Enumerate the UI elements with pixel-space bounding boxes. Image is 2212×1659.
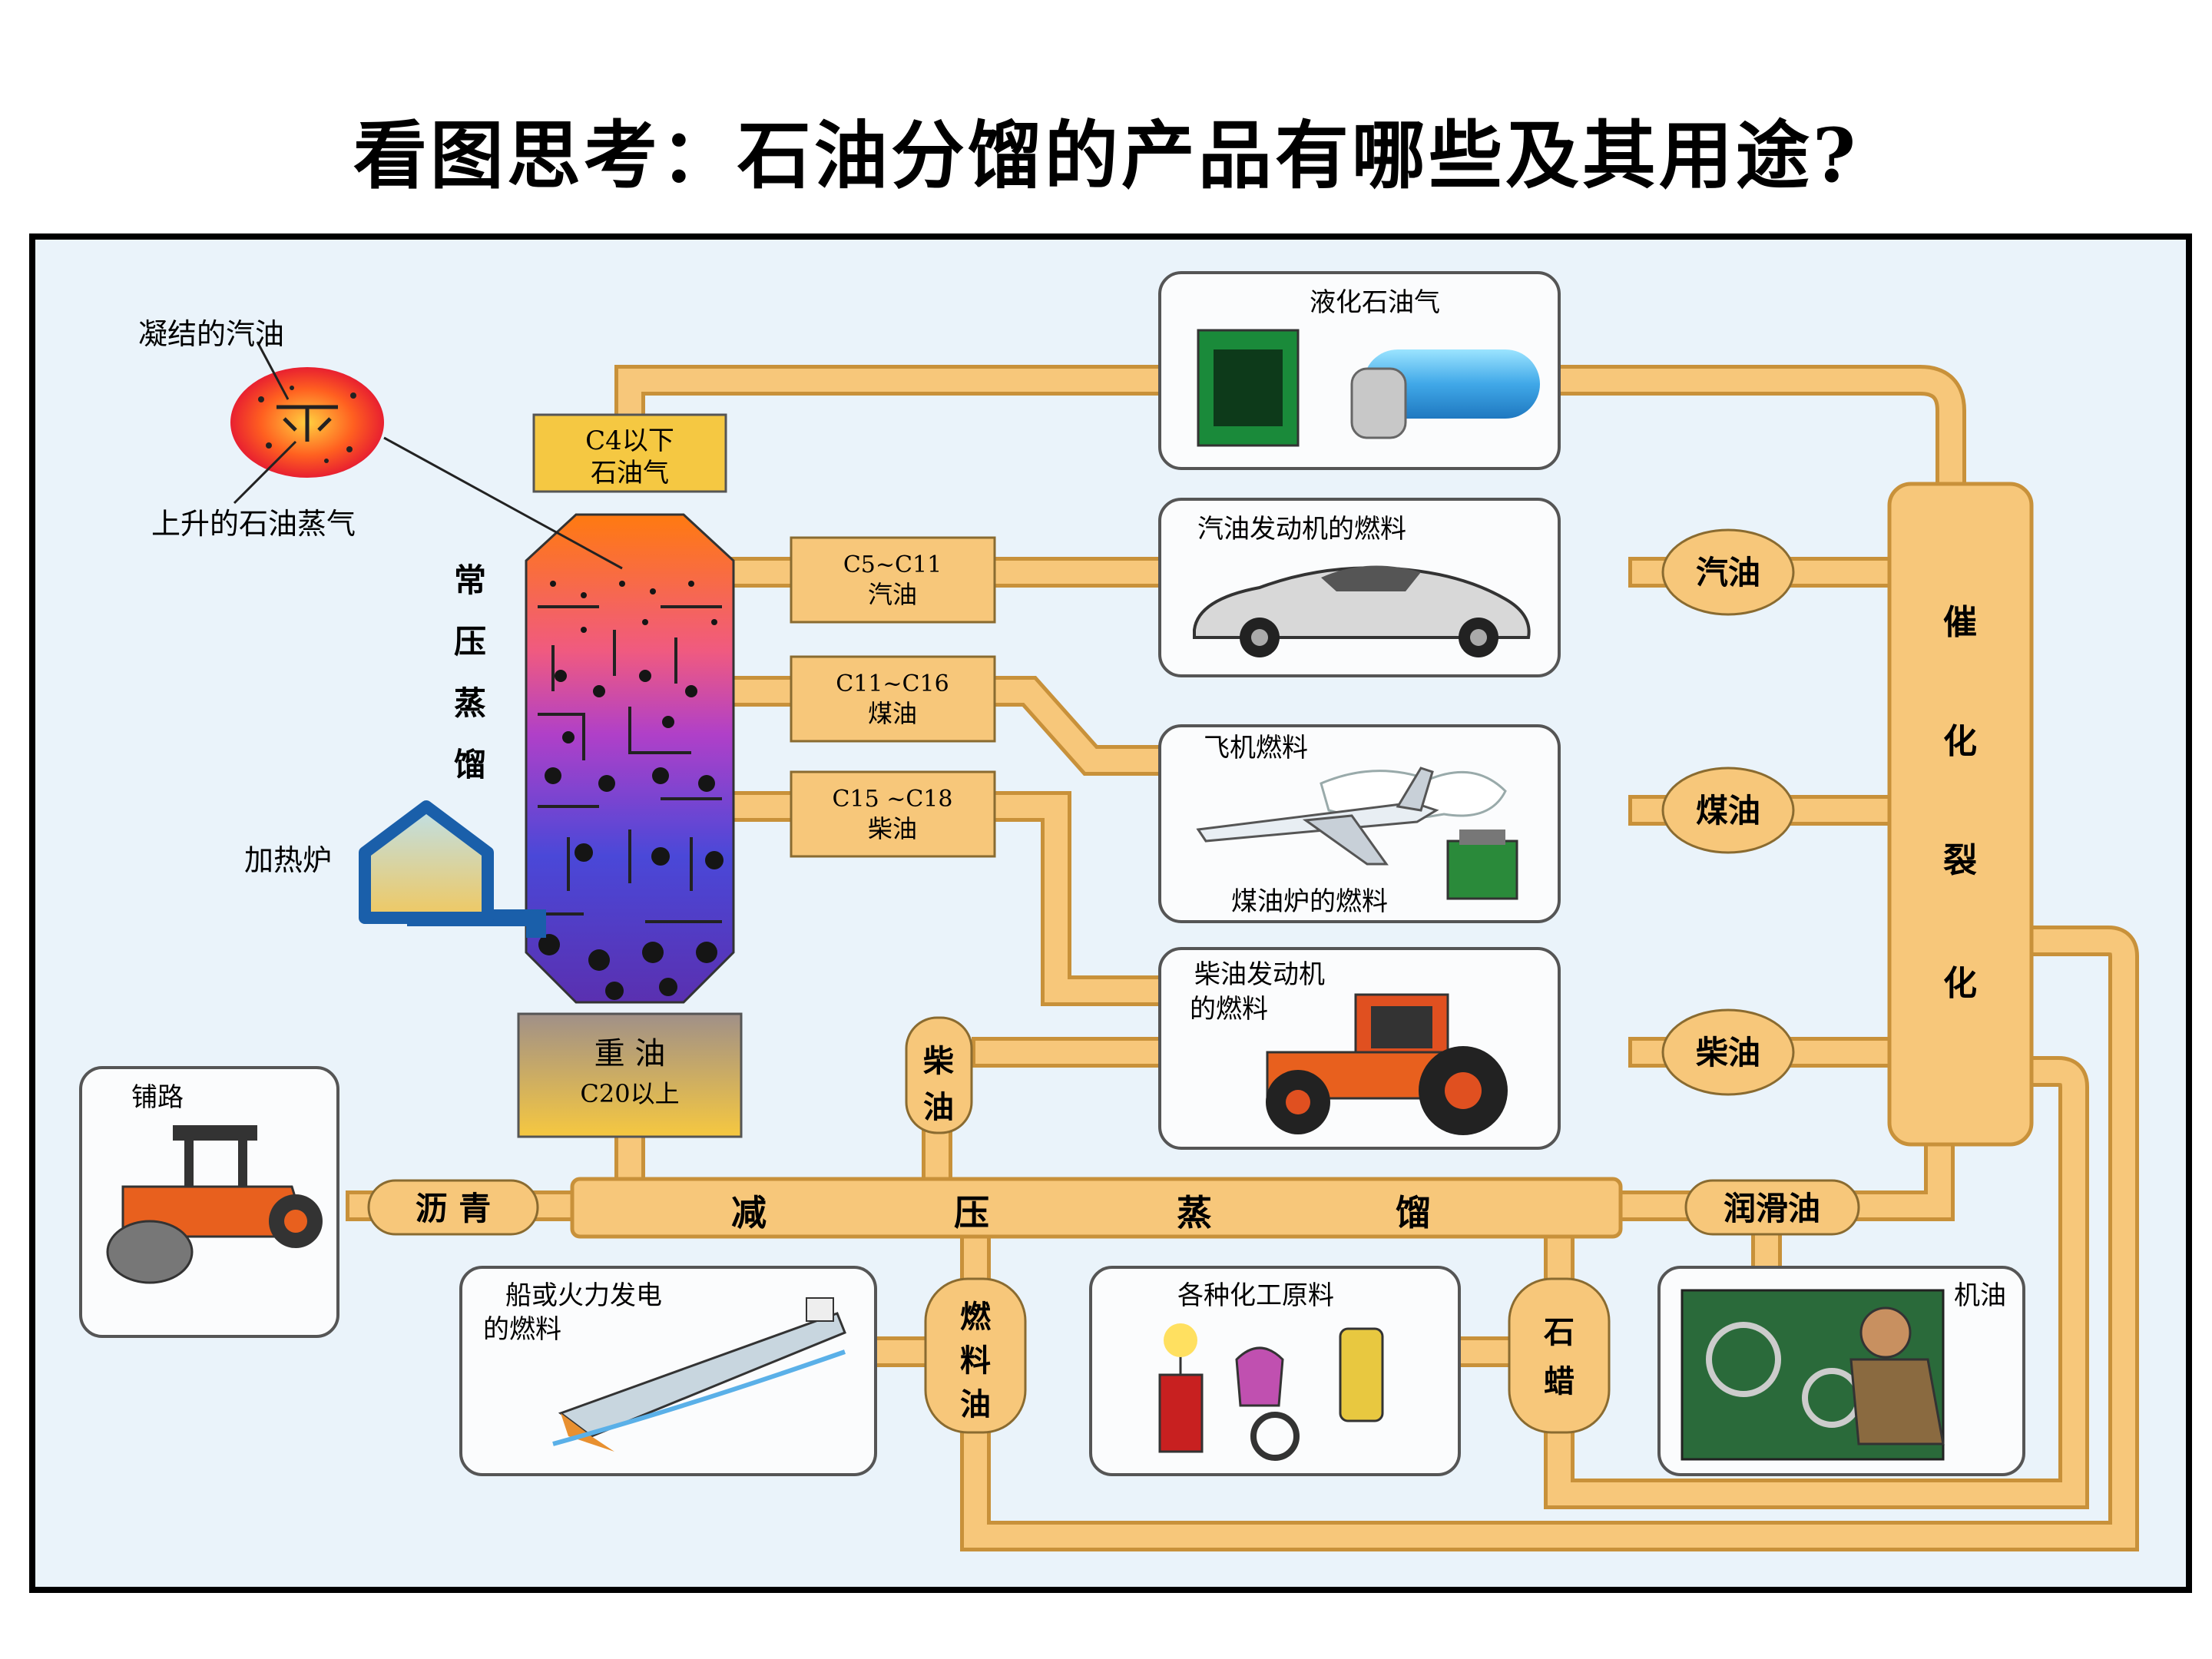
atm-char-1: 常 (454, 561, 486, 599)
atm-char-4: 馏 (454, 746, 486, 783)
vapor-droplet-icon (230, 341, 623, 570)
kerosene-label: 煤油 (1696, 792, 1760, 830)
catalytic-cracking-bar (1887, 482, 2034, 1147)
vacuum-distillation-bar (570, 1177, 1623, 1239)
furnace-label: 加热炉 (244, 843, 332, 877)
paving-label: 铺路 (131, 1082, 184, 1113)
c4-name: 石油气 (591, 458, 669, 488)
lpg-label: 液化石油气 (1310, 287, 1440, 318)
vac-char-1: 减 (731, 1192, 767, 1233)
heavy-oil-box (517, 1012, 743, 1138)
diesel-v-1: 柴 (923, 1043, 954, 1079)
asphalt-label: 沥 青 (416, 1190, 492, 1227)
jet-fuel-label: 飞机燃料 (1204, 733, 1308, 763)
c5-range: C5~C11 (843, 551, 942, 578)
gasoline-oval (1661, 528, 1795, 616)
kerosene-oval (1661, 767, 1795, 854)
paraffin-1: 石 (1544, 1314, 1575, 1350)
fuel-oil-pill (924, 1277, 1027, 1434)
airplane-icon (1196, 767, 1507, 866)
fuel-oil-1: 燃 (960, 1299, 992, 1335)
condensed-gasoline-label: 凝结的汽油 (138, 317, 284, 351)
gasoline-label: 汽油 (1696, 554, 1760, 591)
diesel-engine-label-2: 的燃料 (1190, 994, 1268, 1025)
paraffin-pill (1508, 1277, 1611, 1434)
page-title: 看图思考：石油分馏的产品有哪些及其用途? (353, 112, 1859, 199)
tanker-ship-icon (552, 1297, 846, 1452)
lube-pill (1684, 1179, 1860, 1236)
heavy-oil-range: C20以上 (580, 1079, 679, 1108)
rising-vapor-label: 上升的石油蒸气 (151, 507, 356, 541)
kerosene-stove-icon (1446, 830, 1518, 900)
cracking-char-3: 裂 (1943, 841, 1977, 880)
tractor-icon (1266, 993, 1508, 1135)
vac-char-4: 馏 (1396, 1192, 1431, 1233)
road-roller-icon (106, 1125, 323, 1284)
fuel-oil-2: 料 (960, 1343, 991, 1379)
kerosene-stove-label: 煤油炉的燃料 (1231, 886, 1388, 917)
diesel-label: 柴油 (1696, 1034, 1760, 1071)
c15-range: C15 ~C18 (833, 786, 953, 813)
paraffin-2: 蜡 (1544, 1363, 1575, 1399)
cracking-char-1: 催 (1943, 603, 1977, 642)
c4-box (532, 413, 727, 493)
cracking-char-4: 化 (1943, 964, 1977, 1003)
lube-label: 润滑油 (1724, 1190, 1820, 1227)
asphalt-pill (367, 1179, 539, 1236)
cracking-char-2: 化 (1943, 722, 1977, 761)
vac-char-2: 压 (954, 1192, 989, 1233)
chemicals-label: 各种化工原料 (1177, 1280, 1334, 1311)
diesel-pill (905, 1016, 973, 1134)
diesel-oval (1661, 1008, 1795, 1096)
diesel-v-2: 油 (923, 1089, 954, 1125)
atm-char-2: 压 (454, 623, 486, 661)
furnace-icon (359, 800, 546, 938)
c15-name: 柴油 (868, 814, 917, 843)
c11-range: C11~C16 (836, 671, 949, 697)
mechanic-icon (1681, 1289, 1945, 1461)
ship-label-1: 船或火力发电 (505, 1280, 662, 1311)
atm-char-3: 蒸 (454, 684, 486, 722)
distillation-tower (525, 513, 735, 1004)
vac-char-3: 蒸 (1177, 1192, 1212, 1233)
gasoline-engine-label: 汽油发动机的燃料 (1197, 514, 1406, 545)
ship-label-2: 的燃料 (483, 1314, 561, 1345)
c4-range: C4以下 (585, 426, 674, 456)
chemicals-icon (1158, 1323, 1384, 1461)
fraction-boxes (790, 536, 996, 858)
diesel-engine-label-1: 柴油发动机 (1194, 959, 1325, 990)
lpg-tank-icon (1197, 329, 1540, 447)
c5-name: 汽油 (868, 580, 917, 609)
sports-car-icon (1193, 565, 1531, 657)
c11-name: 煤油 (868, 699, 917, 728)
heavy-oil-label: 重 油 (594, 1036, 666, 1071)
machine-oil-label: 机油 (1954, 1280, 2006, 1311)
fuel-oil-3: 油 (960, 1386, 991, 1422)
